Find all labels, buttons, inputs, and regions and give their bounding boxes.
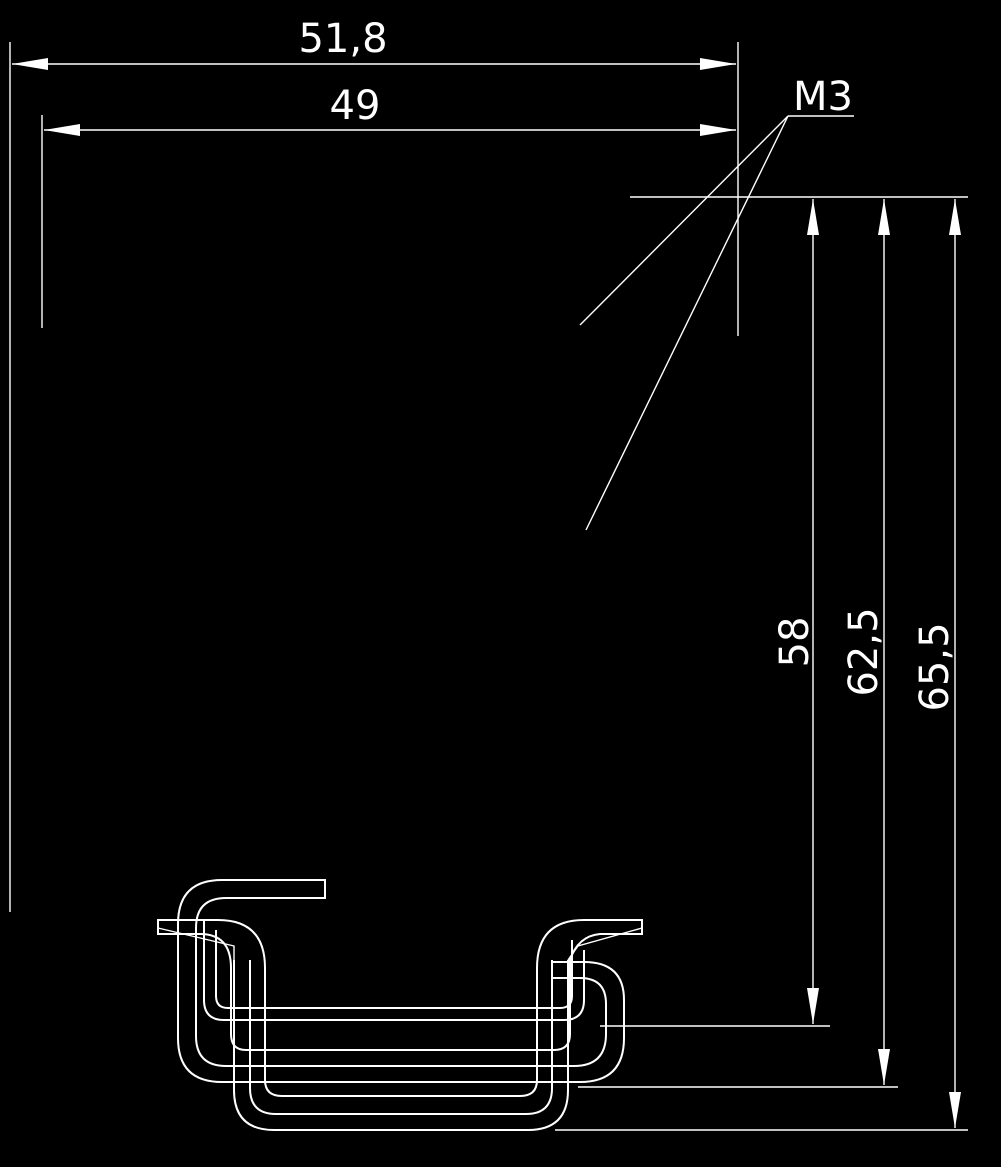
dimension-label-49: 49	[330, 83, 381, 129]
dimension-62-5: 62,5	[578, 199, 898, 1088]
dimension-label-51-8: 51,8	[298, 16, 387, 62]
m3-callout: M3	[579, 74, 854, 531]
dimension-label-62-5: 62,5	[841, 607, 887, 696]
deep-rail-profile	[203, 920, 585, 1021]
left-flange-tab	[157, 927, 235, 960]
dimension-51-8: 51,8	[9, 16, 739, 912]
g-rail-profile	[177, 879, 625, 1083]
dimension-label-65-5: 65,5	[912, 622, 958, 711]
right-flange-tab	[567, 927, 643, 961]
dimension-65-5: 65,5	[555, 199, 968, 1131]
dimension-49: 49	[41, 83, 736, 328]
u-channel-profile	[233, 960, 569, 1131]
hat-rail-profile	[157, 919, 643, 1097]
dimension-58: 58	[600, 199, 830, 1027]
rail-profile-outlines	[157, 879, 643, 1131]
thread-label-m3: M3	[793, 74, 853, 120]
dimension-label-58: 58	[772, 617, 818, 668]
